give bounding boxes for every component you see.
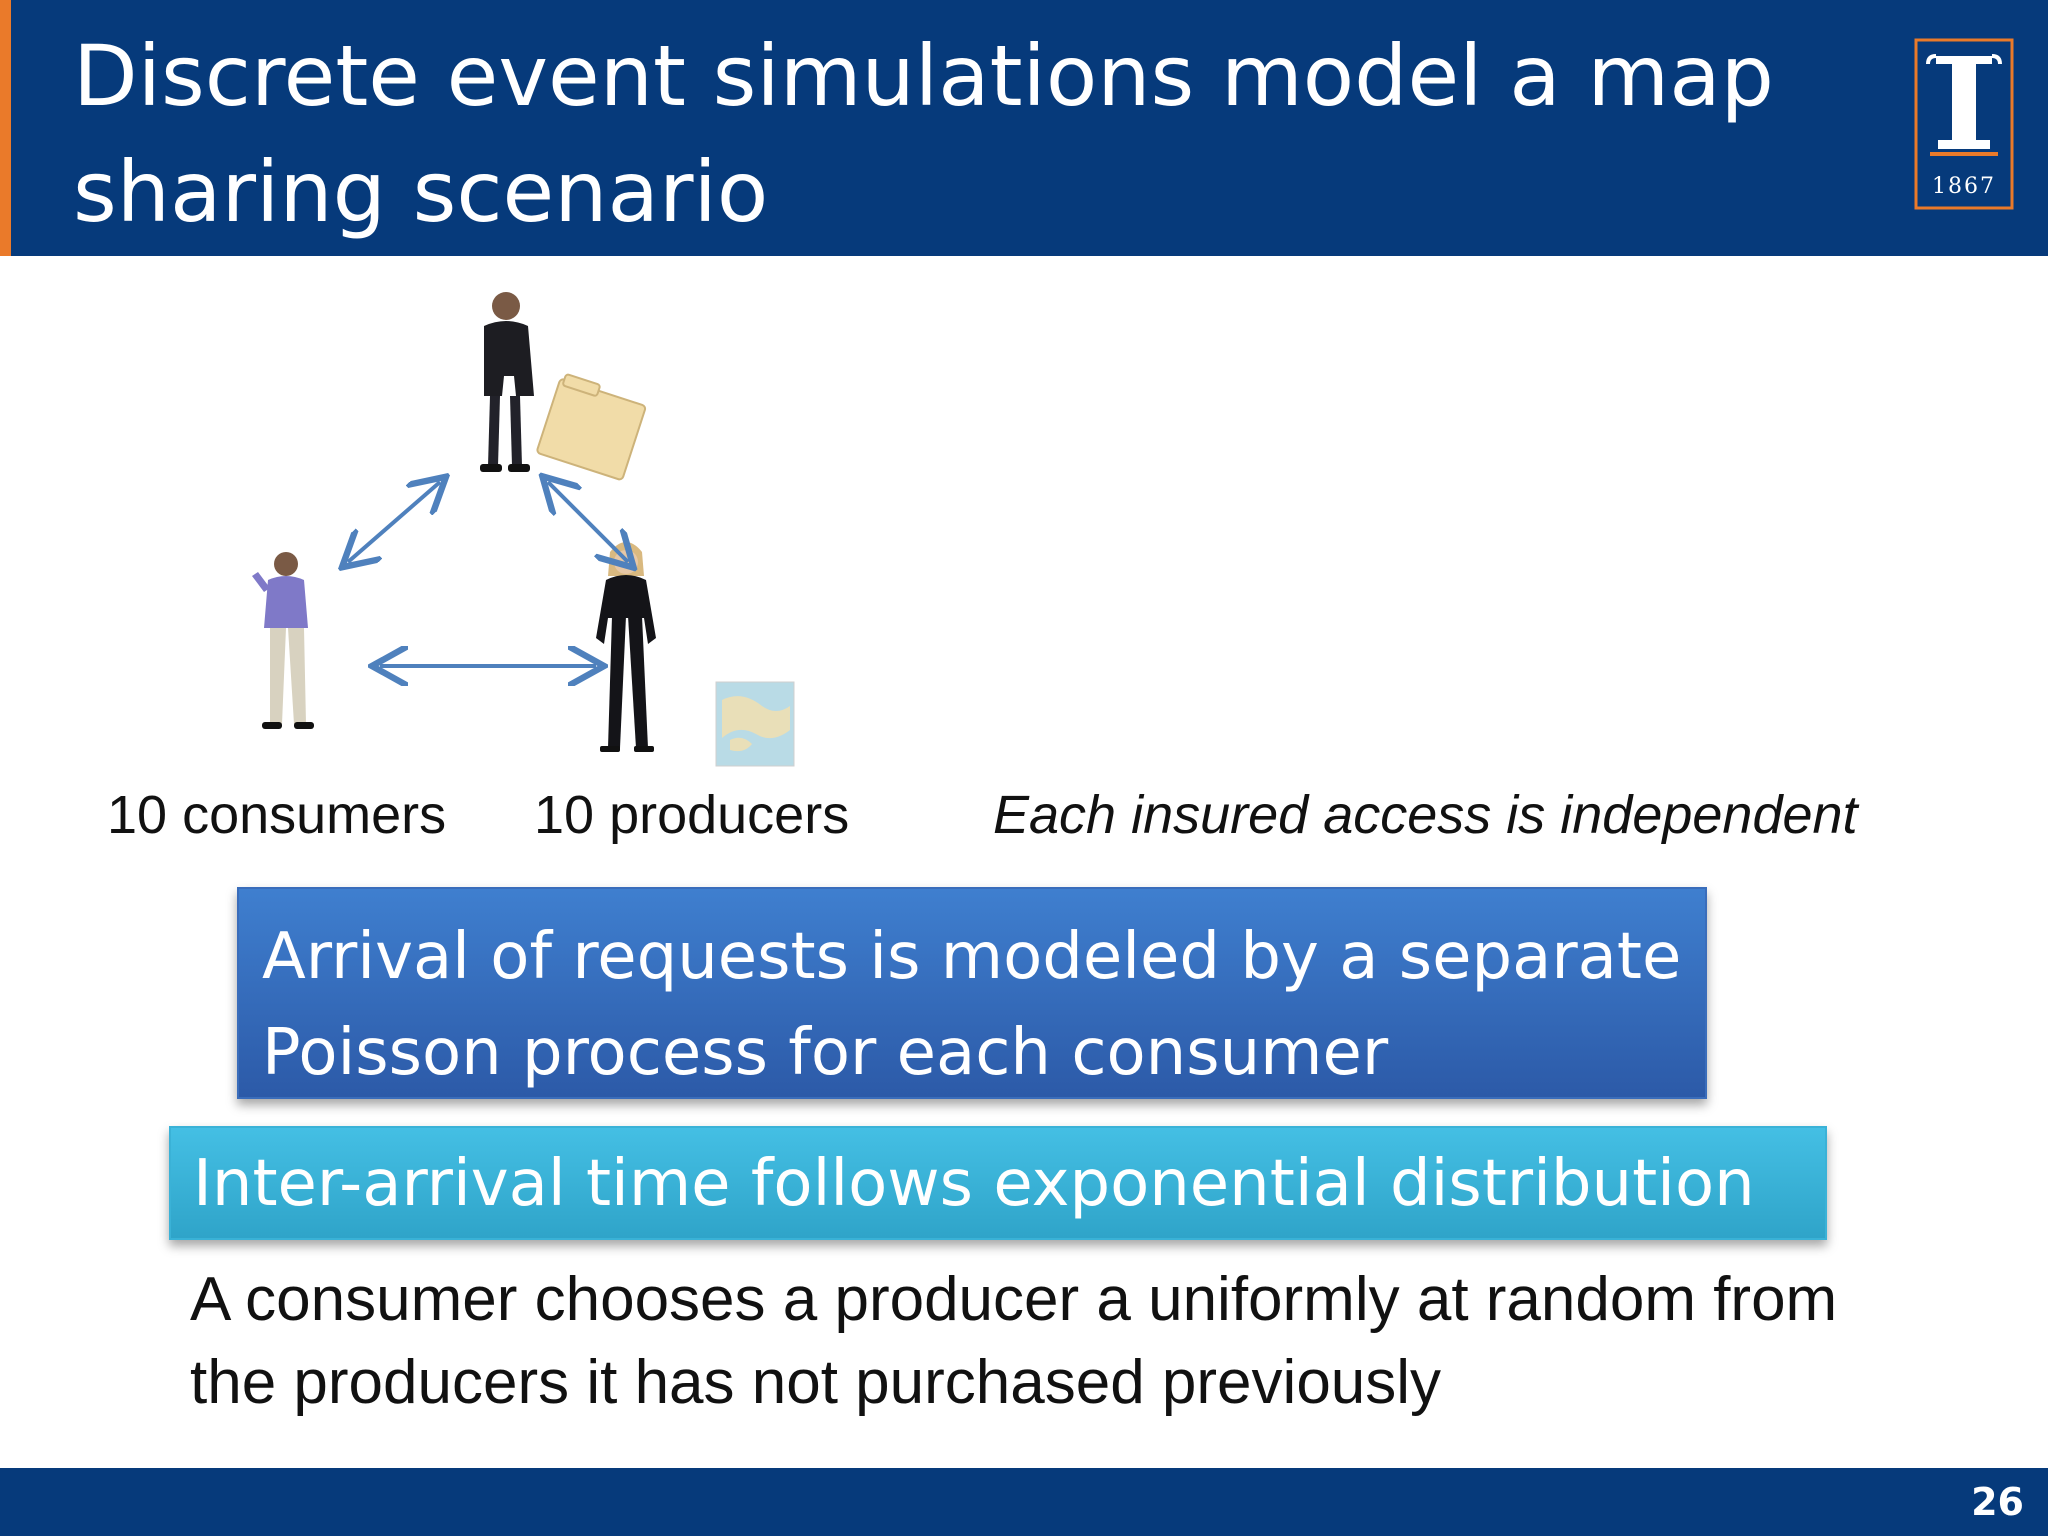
header-bar: Discrete event simulations model a map s… xyxy=(0,0,2048,256)
producer-person-icon xyxy=(596,542,656,752)
consumer-person-icon xyxy=(252,552,314,729)
sharing-illustration xyxy=(252,292,795,767)
selection-note: A consumer chooses a producer a uniforml… xyxy=(190,1265,1838,1417)
folder-icon xyxy=(536,373,647,481)
inter-arrival-callout-text: Inter-arrival time follows exponential d… xyxy=(193,1147,1755,1221)
header-accent-stripe xyxy=(0,0,11,256)
arrival-callout-text: Arrival of requests is modeled by a sepa… xyxy=(262,920,1682,1090)
inter-arrival-callout: Inter-arrival time follows exponential d… xyxy=(169,1126,1827,1240)
footer-bar: 26 xyxy=(0,1468,2048,1536)
arrow-broker-consumer xyxy=(348,482,440,562)
arrival-callout: Arrival of requests is modeled by a sepa… xyxy=(237,887,1707,1099)
arrow-broker-producer xyxy=(548,482,628,562)
logo-year: 1867 xyxy=(1932,174,1996,199)
page-number: 26 xyxy=(1971,1480,2024,1524)
independence-note: Each insured access is independent xyxy=(993,785,1858,845)
slide-title: Discrete event simulations model a map s… xyxy=(73,27,1774,241)
broker-person-icon xyxy=(480,292,534,472)
map-icon xyxy=(715,681,795,767)
university-logo: 1867 xyxy=(1914,38,2014,210)
producers-label: 10 producers xyxy=(534,785,850,845)
consumers-label: 10 consumers xyxy=(107,785,447,845)
